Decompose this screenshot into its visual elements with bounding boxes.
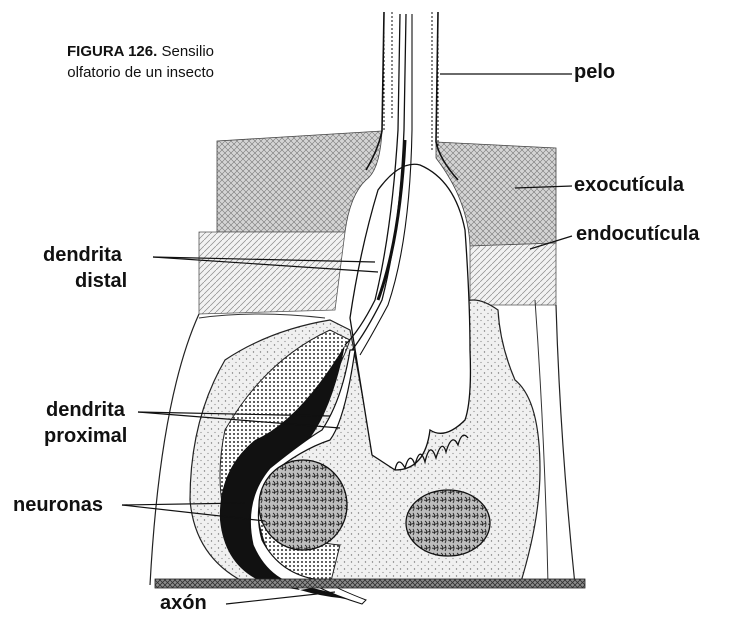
hair-wall — [384, 12, 438, 150]
label-neuronas: neuronas — [13, 494, 103, 516]
exocuticle — [217, 131, 382, 232]
caption-line1: Sensilio — [161, 43, 214, 60]
epidermis-inner — [199, 314, 325, 318]
leader-axon — [226, 592, 335, 604]
caption-number: FIGURA 126. — [67, 43, 157, 60]
epidermis-outline-right — [556, 305, 575, 585]
nucleus-left — [259, 460, 347, 550]
figure-caption: FIGURA 126. Sensilio olfatorio de un ins… — [0, 41, 214, 83]
endocuticle-right — [470, 243, 556, 305]
caption-line2: olfatorio de un insecto — [67, 64, 214, 81]
label-pelo: pelo — [574, 61, 615, 83]
label-dendrita-distal-2: distal — [75, 270, 127, 292]
endocuticle — [199, 232, 345, 314]
label-axon: axón — [160, 592, 207, 614]
label-dendrita-proximal-2: proximal — [44, 425, 127, 447]
label-dendrita-proximal-1: dendrita — [46, 399, 125, 421]
label-exocuticula: exocutícula — [574, 174, 684, 196]
basal-lamina — [155, 579, 585, 588]
epidermis-outline — [150, 314, 199, 585]
label-dendrita-distal-1: dendrita — [43, 244, 122, 266]
label-endocuticula: endocutícula — [576, 223, 699, 245]
nucleus-right — [406, 490, 490, 556]
lymph-cavity — [350, 164, 470, 470]
